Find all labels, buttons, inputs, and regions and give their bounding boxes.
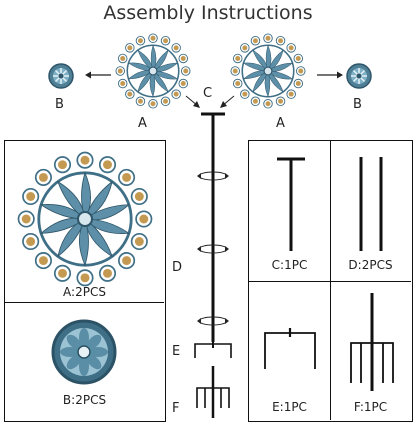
medallion-part-b-icon — [50, 318, 118, 386]
wind-spinner-top-right-icon — [229, 32, 307, 110]
label-b-right: B — [353, 97, 362, 112]
arrow-right-icon — [316, 70, 344, 80]
assembled-pole-diagram — [185, 108, 241, 418]
page-title: Assembly Instructions — [0, 2, 416, 24]
t-bar-part-c-icon — [271, 155, 311, 253]
caption-b: B:2PCS — [5, 393, 164, 407]
poles-part-d-icon — [349, 155, 393, 253]
panel-divider — [5, 302, 164, 303]
label-e: E — [172, 344, 180, 359]
caption-e: E:1PC — [249, 400, 330, 414]
bracket-part-e-icon — [261, 323, 319, 373]
label-d: D — [172, 260, 182, 275]
caption-d: D:2PCS — [330, 258, 411, 272]
label-a-left: A — [138, 116, 147, 131]
small-medallion-right-icon — [345, 62, 373, 90]
wind-spinner-part-a-icon — [15, 149, 155, 289]
arrow-left-icon — [84, 70, 112, 80]
right-parts-panel: C:1PC D:2PCS E:1PC F:1PC — [248, 140, 413, 422]
stake-part-f-icon — [345, 291, 399, 393]
label-f: F — [172, 401, 179, 416]
label-b-left: B — [55, 97, 64, 112]
caption-a: A:2PCS — [5, 285, 164, 299]
small-medallion-left-icon — [47, 62, 75, 90]
caption-f: F:1PC — [330, 400, 411, 414]
label-a-right: A — [276, 116, 285, 131]
left-parts-panel: A:2PCS B:2PCS — [4, 140, 166, 422]
caption-c: C:1PC — [249, 258, 330, 272]
